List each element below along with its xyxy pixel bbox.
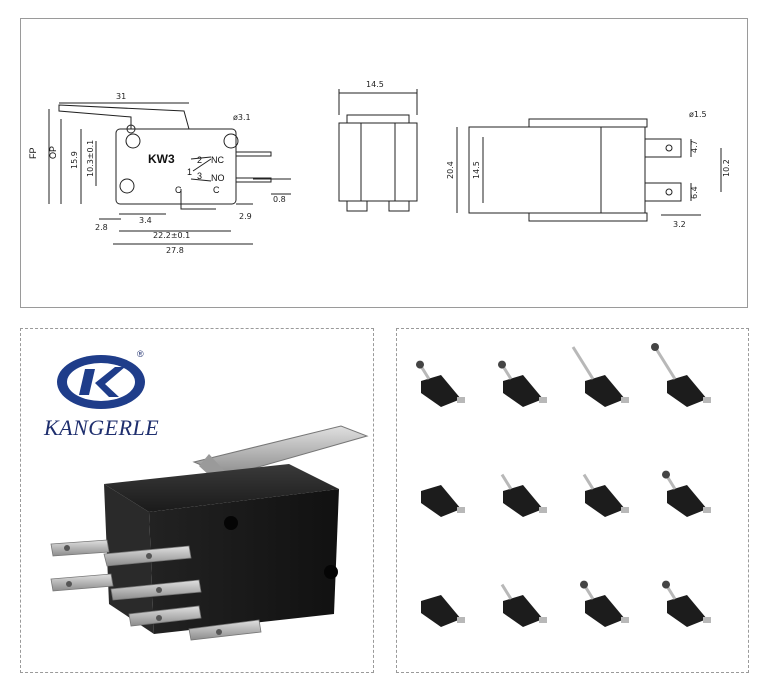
pin1-label: 1 (187, 167, 192, 177)
switch-top-face (104, 464, 339, 512)
dim-terminal-length: 3.2 (673, 220, 686, 229)
op-label: OP (48, 146, 58, 159)
switch-variant (421, 595, 465, 627)
pin2-label: 2 (197, 155, 202, 165)
dim-hole-spacing-h: 22.2±0.1 (153, 231, 190, 240)
dim-terminal-hole: ø1.5 (689, 110, 707, 119)
registered-mark: ® (137, 349, 144, 359)
model-label: KW3 (148, 152, 175, 166)
dim-overall-length: 27.8 (166, 246, 184, 255)
microswitch-photo (50, 425, 369, 641)
dim-hole-diameter: ø3.1 (233, 113, 251, 122)
c-label-2: C (213, 185, 220, 195)
dim-terminal-height: 6.4 (690, 186, 699, 199)
end-view-body (338, 122, 418, 202)
dim-terminal-thickness: 0.8 (273, 195, 286, 204)
technical-drawing: KW3 2 NC 1 3 NO C C FP OP 31 ø3.1 15.9 1… (28, 80, 731, 255)
mount-hole-top (125, 133, 141, 149)
dim-lever-length: 31 (116, 92, 126, 101)
side-view-lever (58, 104, 190, 130)
dim-end-width: 14.5 (366, 80, 384, 89)
dim-hole-offset: 3.4 (139, 216, 152, 225)
dim-terminal-width: 4.7 (690, 140, 699, 153)
switch-variant (571, 346, 629, 407)
switch-variant (500, 473, 547, 517)
fp-label: FP (28, 147, 38, 159)
switch-variant (421, 485, 465, 517)
switch-variant (582, 473, 629, 517)
switch-variant (651, 343, 711, 407)
mount-hole-bottom (119, 178, 135, 194)
no-label: NO (211, 173, 225, 183)
variants-grid (416, 343, 711, 627)
top-view-body (468, 126, 646, 214)
technical-drawing-panel: KW3 2 NC 1 3 NO C C FP OP 31 ø3.1 15.9 1… (20, 18, 748, 308)
kangerle-logo (57, 355, 145, 409)
switch-variant (500, 583, 547, 627)
nc-label: NC (211, 155, 224, 165)
switch-variant (580, 580, 629, 627)
switch-variant (498, 360, 547, 407)
switch-front-face (149, 489, 339, 634)
dim-total-width: 20.4 (446, 161, 455, 179)
c-label-1: C (175, 185, 182, 195)
dim-terminal-pitch: 10.2 (722, 159, 731, 177)
body-mount-hole-1 (224, 516, 238, 530)
product-photo-panel: ® KANGERLE (20, 328, 374, 673)
dim-height: 15.9 (70, 151, 79, 169)
dim-body-width: 14.5 (472, 161, 481, 179)
body-mount-hole-2 (324, 565, 338, 579)
dim-edge-offset: 2.8 (95, 223, 108, 232)
switch-variant (662, 580, 711, 627)
switch-variant (416, 360, 465, 407)
brand-name: KANGERLE (44, 415, 160, 440)
dim-terminal-offset: 2.9 (239, 212, 252, 221)
dim-hole-spacing-v: 10.3±0.1 (86, 140, 95, 177)
variants-grid-panel (396, 328, 749, 673)
mount-hole-right (223, 133, 239, 149)
pin3-label: 3 (197, 171, 202, 181)
switch-variant (662, 470, 711, 517)
